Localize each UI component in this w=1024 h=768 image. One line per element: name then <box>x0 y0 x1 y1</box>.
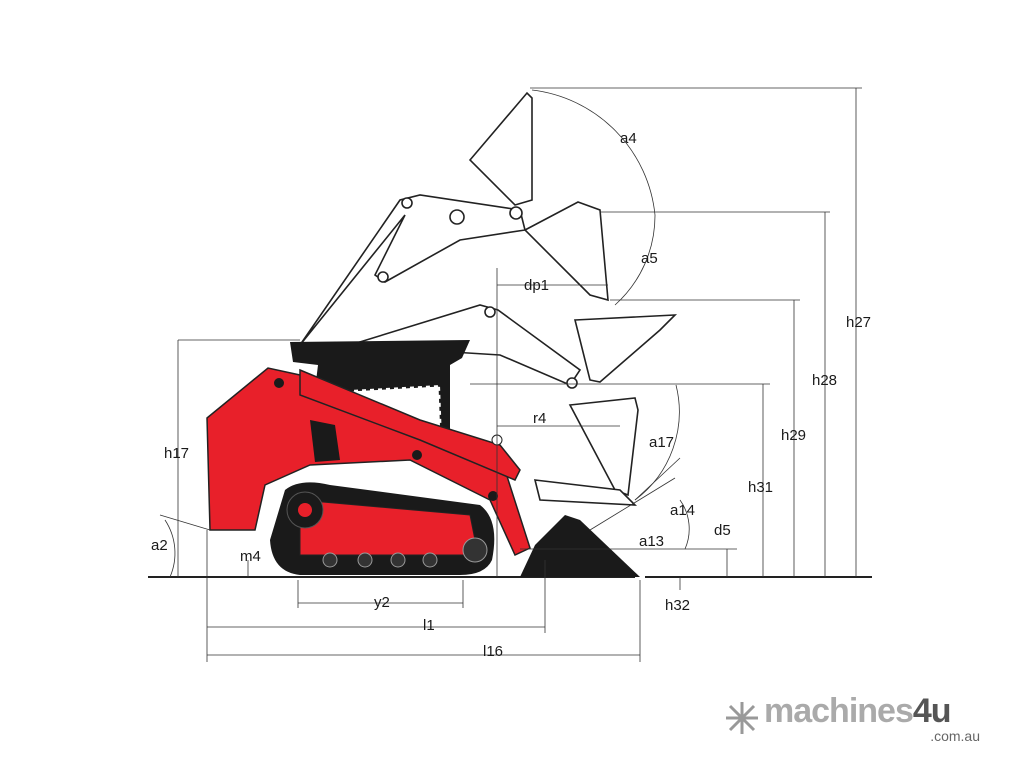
label-h27: h27 <box>846 314 871 331</box>
logo-wordmark: machines4u <box>764 692 952 730</box>
bucket <box>520 515 640 577</box>
label-dp1: dp1 <box>524 277 549 294</box>
label-r4: r4 <box>533 410 546 427</box>
label-a2: a2 <box>151 537 168 554</box>
label-h29: h29 <box>781 427 806 444</box>
label-l1: l1 <box>423 617 435 634</box>
label-h28: h28 <box>812 372 837 389</box>
label-d5: d5 <box>714 522 731 539</box>
label-a5: a5 <box>641 250 658 267</box>
label-m4: m4 <box>240 548 261 565</box>
label-l16: l16 <box>483 643 503 660</box>
snowflake-icon <box>726 702 758 734</box>
label-a17: a17 <box>649 434 674 451</box>
dimension-lines <box>159 87 862 662</box>
machines4u-logo: machines4u .com.au <box>724 692 994 746</box>
track-assembly <box>270 482 495 575</box>
loader-body <box>206 367 531 556</box>
label-a13: a13 <box>639 533 664 550</box>
label-y2: y2 <box>374 594 390 611</box>
dimension-labels: a4 a5 dp1 h27 h28 h29 r4 a17 h31 h17 a14… <box>151 130 871 660</box>
label-h31: h31 <box>748 479 773 496</box>
label-a14: a14 <box>670 502 695 519</box>
label-h17: h17 <box>164 445 189 462</box>
logo-domain: .com.au <box>930 728 980 744</box>
label-a4: a4 <box>620 130 637 147</box>
raised-arm-ghosts <box>299 91 678 506</box>
label-h32: h32 <box>665 597 690 614</box>
